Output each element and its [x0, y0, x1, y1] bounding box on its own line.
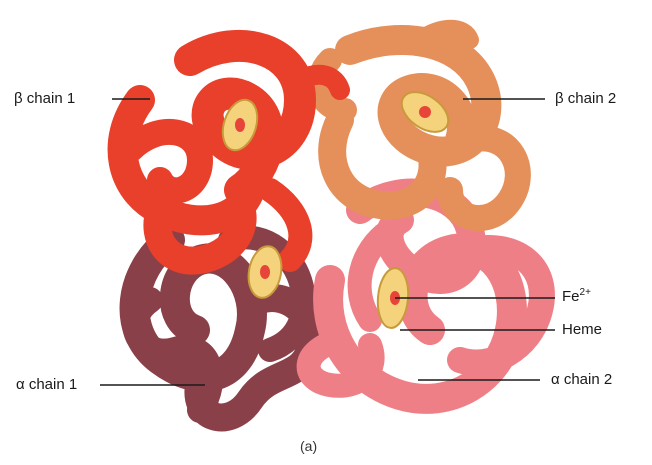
label-fe-charge: 2+ [580, 287, 591, 298]
label-beta-chain-1: β chain 1 [14, 90, 75, 107]
label-fe: Fe2+ [562, 287, 591, 305]
beta-chain-1 [123, 46, 340, 261]
label-beta-chain-2: β chain 2 [555, 90, 616, 107]
label-alpha-chain-1: α chain 1 [16, 376, 77, 393]
label-alpha-chain-2: α chain 2 [551, 371, 612, 388]
label-heme: Heme [562, 321, 602, 338]
alpha-chain-2 [309, 193, 542, 399]
label-fe-symbol: Fe [562, 288, 580, 305]
figure-caption: (a) [300, 438, 317, 454]
